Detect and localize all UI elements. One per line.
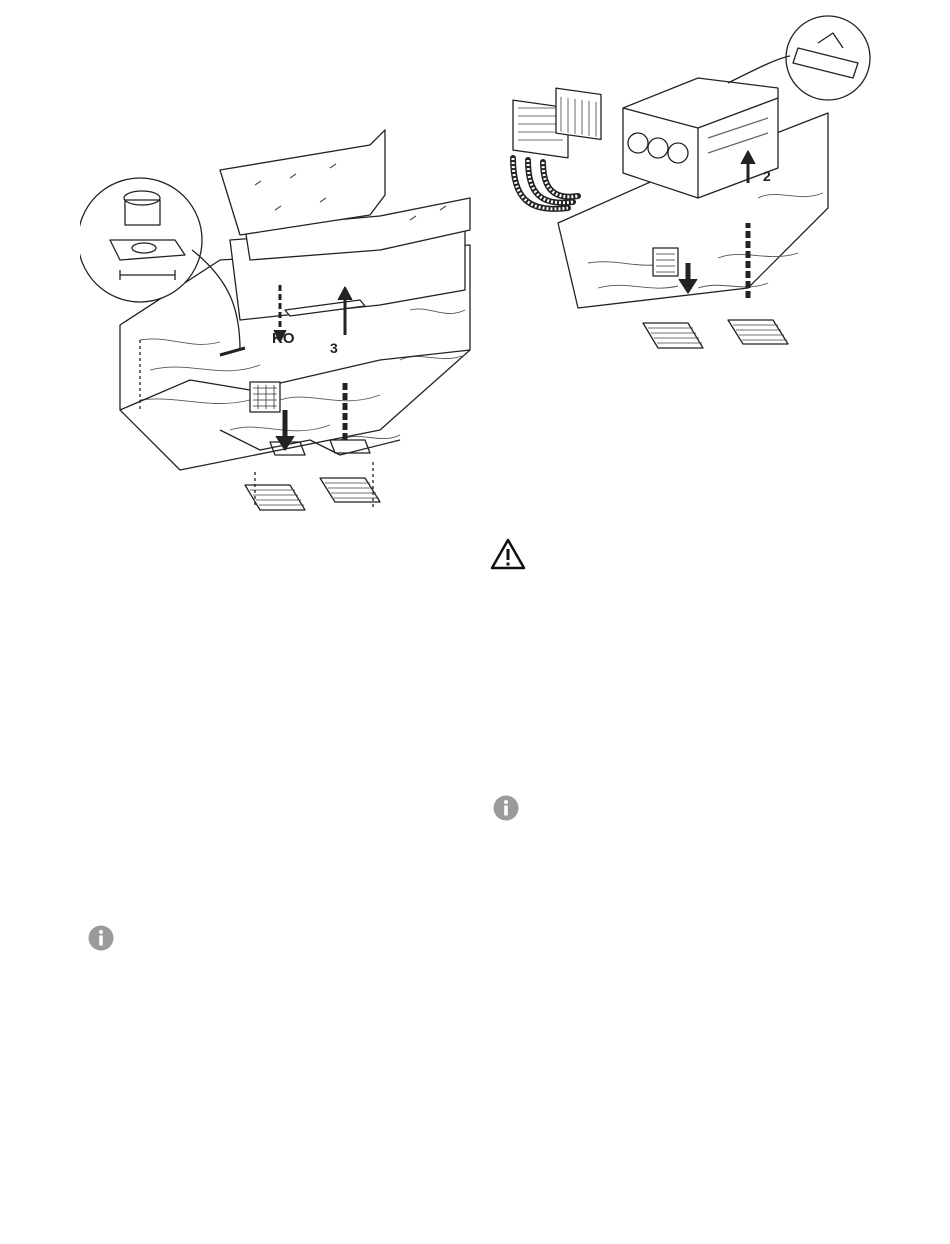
- floor-grille-a: [643, 323, 703, 348]
- info-circle-icon: [493, 795, 519, 821]
- floor-grille-a: [245, 485, 305, 510]
- detail-magnifier: [786, 16, 870, 100]
- vent-grille: [250, 382, 280, 412]
- ko-label: KO: [272, 330, 295, 347]
- step-3-label: 3: [330, 340, 338, 356]
- floor-grille-b: [728, 320, 788, 344]
- info-circle-icon-left: [88, 925, 114, 951]
- step-2-label: 2: [763, 168, 771, 184]
- installation-figure-left: KO 3: [80, 110, 480, 520]
- warning-triangle-icon: [490, 538, 526, 570]
- installation-figure-right: 2: [498, 8, 878, 363]
- grille-panel: [556, 88, 601, 139]
- floor-grille-b: [320, 478, 380, 502]
